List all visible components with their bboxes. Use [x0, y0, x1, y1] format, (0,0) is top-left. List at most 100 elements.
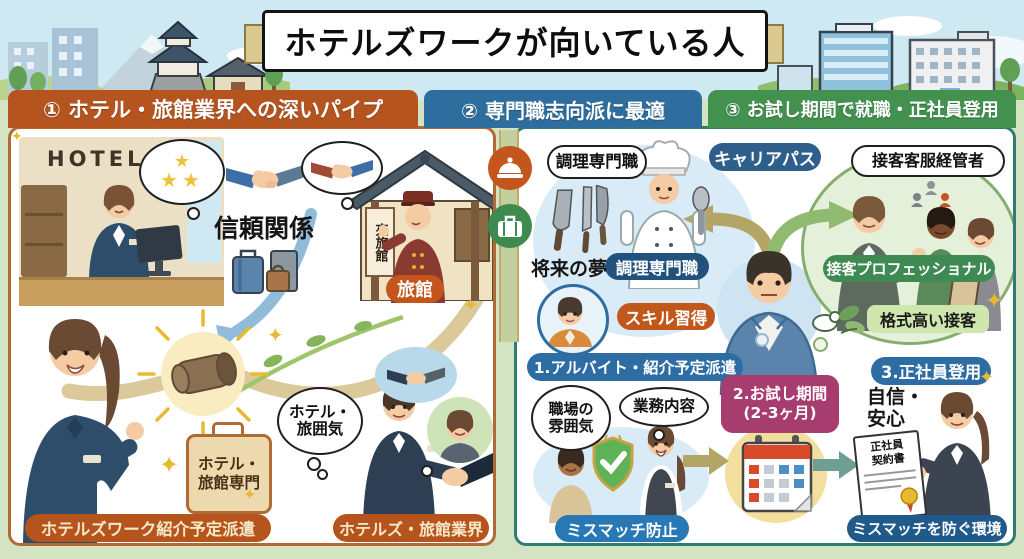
- service-manager-label: 接客客服経管者: [871, 151, 984, 171]
- service-professional-pill: 接客プロフェッショナル: [823, 255, 995, 282]
- work-content-bubble: 業務内容: [619, 387, 709, 427]
- handshake-thought-bubble: [375, 347, 457, 403]
- org-chart-icon: [911, 181, 951, 207]
- badge-line2: 旅館専門: [197, 474, 260, 492]
- ryokan-pill: 旅館: [386, 275, 444, 303]
- step2-pill: 2.お試し期間 (2-3ヶ月): [721, 375, 839, 433]
- monitor-icon: [135, 225, 183, 276]
- badge-line1: ホテル・: [197, 455, 260, 474]
- skill-pill: スキル習得: [617, 303, 715, 330]
- section2-header: ② 専門職志向派に最適: [424, 90, 702, 128]
- star-icon: ★: [173, 150, 191, 172]
- intro-dispatch-label: ホテルズワーク紹介予定派遣: [40, 520, 256, 539]
- mismatch-environment-pill: ミスマッチを防ぐ環境: [847, 515, 1007, 542]
- shield-check-icon: [592, 435, 634, 492]
- skill-pill-label: スキル習得: [624, 308, 708, 328]
- sparkle-icon: ✦: [243, 485, 257, 504]
- award-seal-icon: [900, 487, 918, 514]
- handshake-icon: [226, 164, 304, 189]
- confidence-line2: 安心: [867, 407, 906, 430]
- sparkle-icon: ✦: [11, 129, 23, 145]
- calendar-icon: [741, 435, 813, 513]
- stars-speech-bubble: ★ ★★: [139, 139, 225, 205]
- cloud-tail-dot: [755, 333, 769, 347]
- mismatch-prevention-pill: ミスマッチ防止: [555, 515, 689, 542]
- career-path-label: キャリアパス: [714, 149, 816, 170]
- bubble-tail-dot: [317, 469, 328, 480]
- chef-role-bubble: 調理専門職: [547, 145, 647, 179]
- step3-label: 3.正社員登用: [880, 363, 982, 382]
- woman-face-icon: [439, 410, 481, 463]
- bubble-tail-dot: [187, 207, 200, 220]
- formal-service-pill: 格式高い接客: [867, 305, 989, 333]
- page-title: ホテルズワークが向いている人: [284, 24, 746, 62]
- customer-figure: [549, 446, 593, 523]
- youth-portrait-circle: [537, 284, 609, 356]
- staff-woman-figure: [23, 319, 144, 543]
- chef-role-pill: 調理専門職: [605, 253, 709, 280]
- sparkle-icon: ✦: [979, 367, 995, 388]
- suitcase-icon: [488, 204, 532, 248]
- ryokan-pill-label: 旅館: [397, 280, 433, 301]
- bubble-tail-dot: [653, 429, 665, 441]
- receptionist-figure: [89, 185, 149, 277]
- confidence-line1: 自信・: [867, 386, 925, 408]
- sparkle-icon: ✦: [985, 289, 1004, 314]
- chef-role-bubble-label: 調理専門職: [555, 151, 639, 171]
- pipeline-arrows-illustration: [61, 208, 487, 439]
- youth-face-icon: [548, 297, 592, 347]
- future-dream-label: 将来の夢: [531, 258, 608, 280]
- sparkle-icon: ✦: [267, 323, 284, 347]
- mismatch-environment-label: ミスマッチを防ぐ環境: [852, 520, 1002, 538]
- bubble-tail-dot: [421, 465, 433, 477]
- step1-label: 1.アルバイト・紹介予定派遣: [533, 359, 737, 377]
- bubble-tail-dot: [307, 457, 321, 471]
- section1-header: ① ホテル・旅館業界への深いパイプ: [8, 90, 418, 128]
- specialty-badge: ホテル・ 旅館専門: [186, 422, 272, 514]
- flow-arrow-icon: [683, 447, 729, 475]
- sparkle-icon: ✦: [159, 451, 180, 479]
- industry-pill-label: ホテルズ・旅館業界: [338, 520, 483, 539]
- star-icons: ★★: [160, 168, 204, 193]
- section1-header-label: ① ホテル・旅館業界への深いパイプ: [42, 98, 384, 122]
- atmosphere-bubble: ホテル・ 旅囲気: [277, 387, 363, 455]
- service-manager-bubble: 接客客服経管者: [851, 145, 1005, 177]
- bubble-tail-dot: [813, 337, 828, 352]
- industry-pill: ホテルズ・旅館業界: [333, 514, 489, 542]
- bird-plant-icon: [812, 305, 865, 334]
- career-path-pill: キャリアパス: [709, 143, 821, 171]
- work-content-label: 業務内容: [632, 397, 695, 416]
- service-bell-icon: [488, 146, 532, 190]
- new-employee-figure: [915, 392, 991, 525]
- sparkle-icon: ✦: [463, 295, 479, 316]
- confidence-label: 自信・ 安心: [867, 386, 925, 431]
- service-professional-label: 接客プロフェッショナル: [826, 260, 992, 278]
- section3-header: ③ お試し期間で就職・正社員登用: [708, 90, 1016, 128]
- mismatch-prevention-label: ミスマッチ防止: [566, 520, 678, 540]
- trust-relationship-label: 信頼関係: [214, 214, 315, 243]
- step2-line1: 2.お試し期間: [732, 384, 828, 403]
- section1-content: HOTEL: [11, 129, 493, 543]
- atmosphere-line2: 旅囲気: [296, 420, 344, 438]
- reception-desk: [19, 277, 224, 306]
- candidate-thought-circle: [427, 397, 493, 463]
- glow-rays-icon: [137, 309, 269, 439]
- flow-arrow-icon: [813, 451, 859, 479]
- chef-role-pill-label: 調理専門職: [615, 258, 699, 278]
- luggage-icon: [232, 249, 298, 294]
- bubble-tail-dot: [341, 197, 354, 210]
- step2-line2: (2-3ヶ月): [743, 404, 817, 422]
- workplace-line2: 雰囲気: [548, 417, 594, 435]
- section23-panel: 調理専門職 調理専門職 キャリアパス 将来の夢: [514, 126, 1016, 546]
- section23-content: 調理専門職 調理専門職 キャリアパス 将来の夢: [517, 129, 1013, 543]
- step3-pill: 3.正社員登用: [871, 357, 991, 385]
- intro-dispatch-pill: ホテルズワーク紹介予定派遣: [25, 514, 271, 542]
- kitchen-knives-icon: [552, 185, 609, 254]
- step1-pill: 1.アルバイト・紹介予定派遣: [527, 353, 743, 381]
- section1-panel: HOTEL: [8, 126, 496, 546]
- handshake-icon: [311, 159, 373, 179]
- title-banner: ホテルズワークが向いている人: [262, 10, 768, 72]
- cityscape-right-illustration: [758, 16, 1024, 100]
- atmosphere-line1: ホテル・: [288, 402, 351, 421]
